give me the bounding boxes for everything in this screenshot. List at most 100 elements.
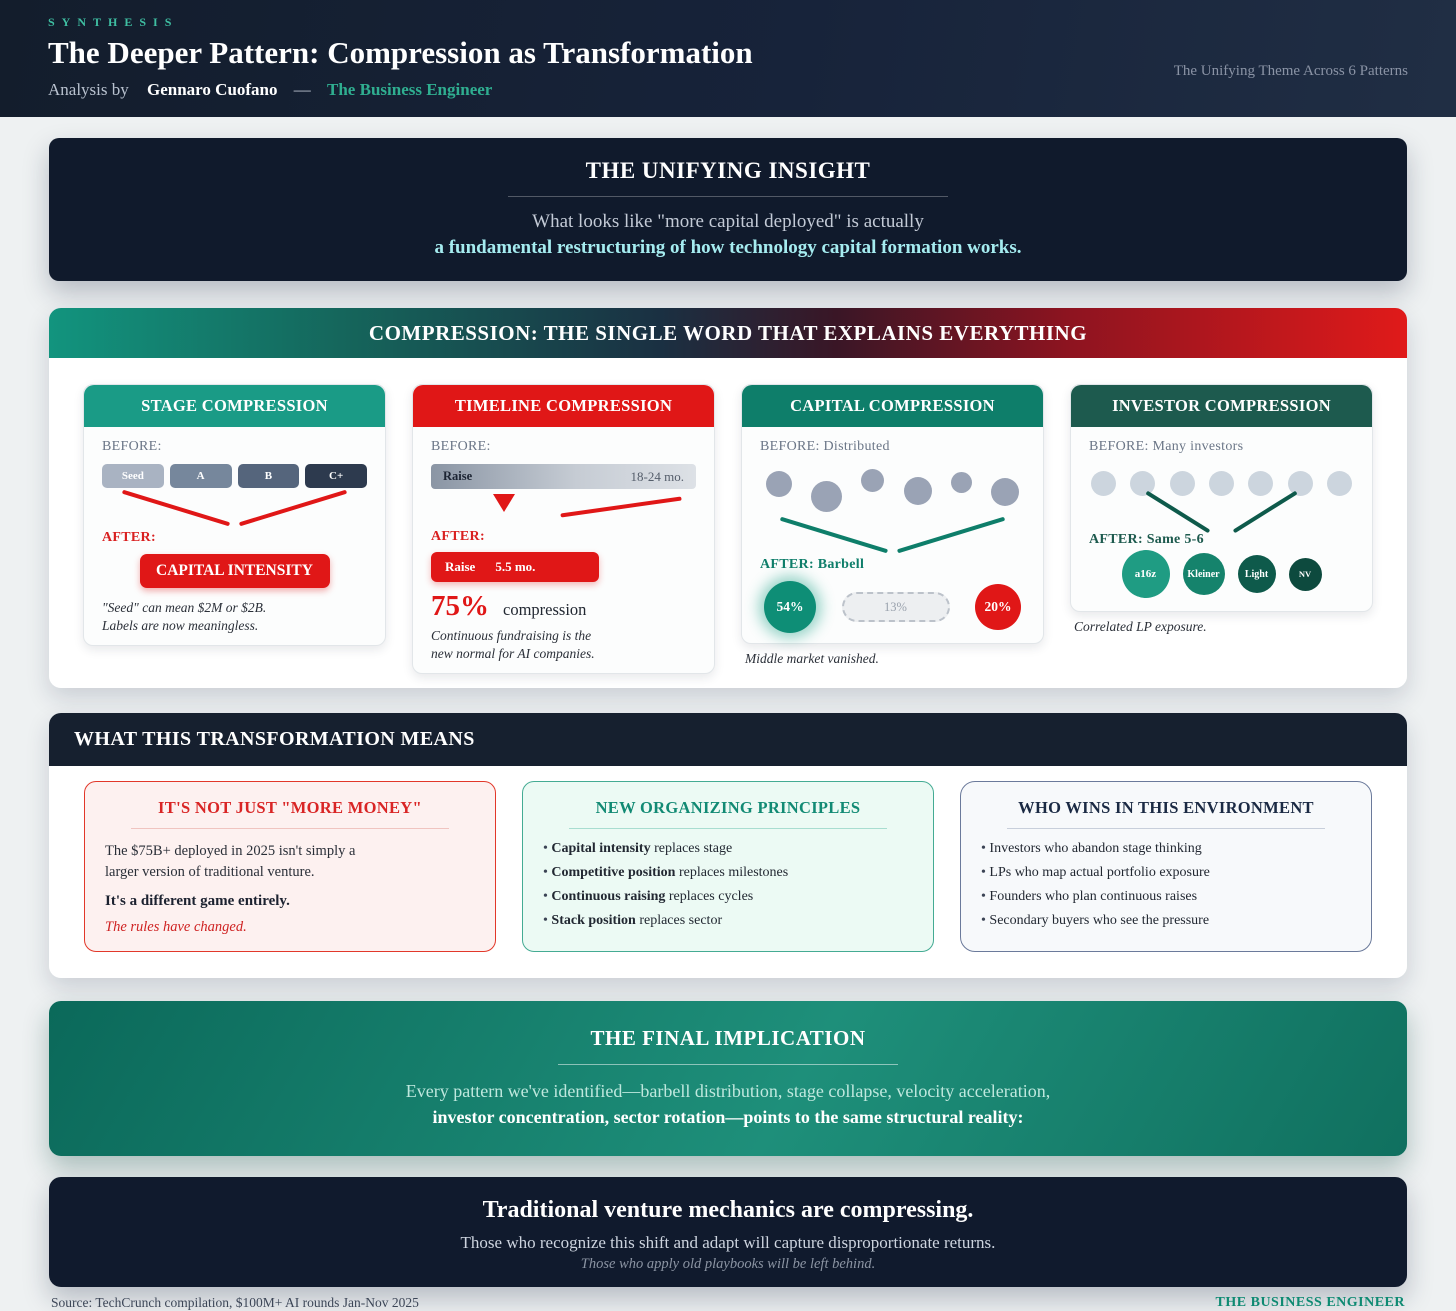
brand-link[interactable]: The Business Engineer: [327, 79, 493, 99]
timeline-compression-card: TIMELINE COMPRESSION BEFORE: Raise 18-24…: [412, 384, 715, 675]
investor-dot: [1130, 471, 1156, 496]
final-line2: investor concentration, sector rotation—…: [432, 1107, 1024, 1128]
after-label: AFTER: Same 5-6: [1089, 532, 1204, 547]
list-item: Stack position replaces sector: [543, 913, 913, 929]
stage-compression-column: STAGE COMPRESSION BEFORE: Seed A B C+ AF…: [83, 384, 386, 674]
source-note: Source: TechCrunch compilation, $100M+ A…: [51, 1295, 419, 1311]
transformation-title: WHAT THIS TRANSFORMATION MEANS: [74, 728, 475, 751]
list-item: Capital intensity replaces stage: [543, 841, 913, 857]
investor-circle-a16z: a16z: [1121, 550, 1170, 598]
timeline-before-bar: Raise 18-24 mo.: [431, 464, 696, 489]
stage-pill-a: A: [169, 464, 232, 488]
timeline-compression-column: TIMELINE COMPRESSION BEFORE: Raise 18-24…: [412, 384, 715, 675]
distribution-dot: [950, 472, 972, 493]
page-body: THE UNIFYING INSIGHT What looks like "mo…: [0, 138, 1456, 1311]
compression-body: STAGE COMPRESSION BEFORE: Seed A B C+ AF…: [49, 358, 1407, 689]
divider: [1007, 828, 1325, 830]
investor-dot: [1326, 471, 1352, 496]
header-note: The Unifying Theme Across 6 Patterns: [1173, 63, 1408, 79]
final-line1: Every pattern we've identified—barbell d…: [405, 1081, 1051, 1102]
distributed-dots: [760, 469, 1025, 515]
converging-lines-icon: [760, 515, 1025, 557]
investor-dot: [1169, 471, 1195, 496]
conclusion-title: Traditional venture mechanics are compre…: [482, 1197, 974, 1224]
diagonal-line-icon: [560, 496, 682, 517]
card-title: IT'S NOT JUST "MORE MONEY": [158, 798, 422, 818]
raise-label: Raise: [443, 469, 473, 483]
after-label: AFTER:: [102, 530, 156, 545]
converging-lines-icon: [102, 488, 367, 530]
investor-compression-column: INVESTOR COMPRESSION BEFORE: Many invest…: [1070, 384, 1373, 674]
duration-label: 5.5 mo.: [495, 559, 536, 574]
stage-pill-c: C+: [305, 464, 367, 488]
header-left: SYNTHESIS The Deeper Pattern: Compressio…: [48, 15, 753, 99]
insight-title: THE UNIFYING INSIGHT: [585, 158, 871, 183]
byline-dash: —: [293, 79, 311, 99]
barbell-left-circle: 54%: [764, 581, 816, 633]
stat-value: 75%: [431, 590, 489, 622]
after-label: AFTER:: [431, 529, 485, 544]
investor-compression-card: INVESTOR COMPRESSION BEFORE: Many invest…: [1070, 384, 1373, 612]
list-item: Continuous raising replaces cycles: [543, 889, 913, 905]
transformation-body: IT'S NOT JUST "MORE MONEY" The $75B+ dep…: [49, 766, 1407, 979]
stat-word: compression: [503, 600, 587, 619]
list-item: Secondary buyers who see the pressure: [981, 913, 1351, 929]
distribution-dot: [990, 478, 1019, 506]
who-wins-card: WHO WINS IN THIS ENVIRONMENT Investors w…: [960, 781, 1372, 953]
investor-dot: [1091, 471, 1116, 496]
investor-dot: [1208, 471, 1234, 496]
stage-card-body: BEFORE: Seed A B C+ AFTER: CAPITAL INTEN…: [84, 427, 385, 645]
transformation-section: WHAT THIS TRANSFORMATION MEANS IT'S NOT …: [49, 713, 1407, 979]
raise-label: Raise: [445, 559, 476, 574]
conclusion-line2: Those who apply old playbooks will be le…: [580, 1256, 876, 1273]
transformation-header: WHAT THIS TRANSFORMATION MEANS: [49, 713, 1407, 767]
stage-pill-b: B: [237, 464, 300, 488]
divider: [131, 828, 449, 830]
capital-caption: Middle market vanished.: [745, 651, 879, 666]
author-name: Gennaro Cuofano: [147, 79, 278, 99]
not-just-money-card: IT'S NOT JUST "MORE MONEY" The $75B+ dep…: [84, 781, 496, 953]
investor-circle-kleiner: Kleiner: [1182, 553, 1225, 595]
stage-pills: Seed A B C+: [102, 464, 367, 488]
header: SYNTHESIS The Deeper Pattern: Compressio…: [0, 0, 1456, 117]
principles-list: Capital intensity replaces stage Competi…: [543, 841, 913, 929]
final-implication-panel: THE FINAL IMPLICATION Every pattern we'v…: [49, 1001, 1407, 1157]
stage-card-title: STAGE COMPRESSION: [84, 385, 385, 427]
capital-compression-column: CAPITAL COMPRESSION BEFORE: Distributed: [741, 384, 1044, 674]
distribution-dot: [766, 471, 792, 497]
capital-card-title: CAPITAL COMPRESSION: [742, 385, 1043, 427]
before-label: BEFORE:: [102, 439, 162, 454]
compression-arrows: [431, 489, 696, 529]
barbell-diagram: 54% 13% 20%: [760, 581, 1025, 633]
list-item: LPs who map actual portfolio exposure: [981, 865, 1351, 881]
card-emphasis: It's a different game entirely.: [105, 893, 290, 910]
divider: [558, 1064, 898, 1066]
before-label: BEFORE: Distributed: [760, 439, 890, 454]
barbell-middle-pill: 13%: [841, 592, 950, 622]
barbell-right-circle: 20%: [975, 584, 1021, 630]
investor-dots: [1089, 471, 1354, 496]
stage-compression-card: STAGE COMPRESSION BEFORE: Seed A B C+ AF…: [83, 384, 386, 647]
compression-banner-title: COMPRESSION: THE SINGLE WORD THAT EXPLAI…: [368, 320, 1088, 345]
down-triangle-icon: [493, 494, 515, 512]
list-item: Competitive position replaces milestones: [543, 865, 913, 881]
eyebrow-label: SYNTHESIS: [48, 15, 179, 30]
compression-section: COMPRESSION: THE SINGLE WORD THAT EXPLAI…: [49, 308, 1407, 689]
insight-line1: What looks like "more capital deployed" …: [532, 211, 924, 232]
before-label: BEFORE: Many investors: [1089, 439, 1244, 454]
distribution-dot: [903, 477, 932, 505]
conclusion-panel: Traditional venture mechanics are compre…: [49, 1177, 1407, 1288]
investor-card-title: INVESTOR COMPRESSION: [1071, 385, 1372, 427]
conclusion-line1: Those who recognize this shift and adapt…: [460, 1233, 996, 1253]
page-title: The Deeper Pattern: Compression as Trans…: [48, 35, 753, 71]
investor-dot: [1248, 471, 1274, 496]
stage-pill-seed: Seed: [102, 464, 164, 488]
investor-caption: Correlated LP exposure.: [1074, 619, 1207, 634]
investor-circle-light: Light: [1237, 555, 1276, 593]
winners-list: Investors who abandon stage thinking LPs…: [981, 841, 1351, 929]
byline: Analysis by Gennaro Cuofano — The Busine…: [48, 80, 753, 100]
card-paragraph: The $75B+ deployed in 2025 isn't simply …: [105, 843, 356, 881]
timeline-card-title: TIMELINE COMPRESSION: [413, 385, 714, 427]
compression-stat: 75% compression: [431, 590, 696, 623]
card-footnote: The rules have changed.: [105, 919, 247, 936]
